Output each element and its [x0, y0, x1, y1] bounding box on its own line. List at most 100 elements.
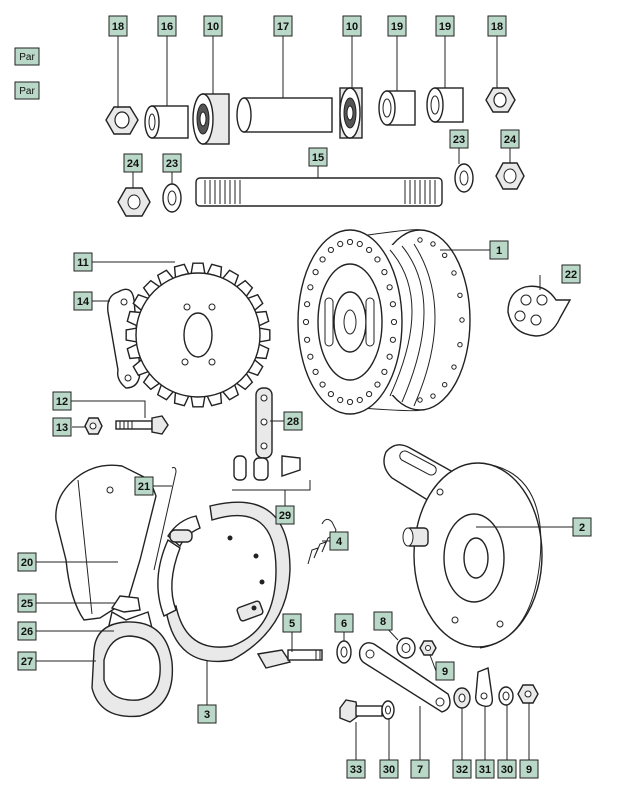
part-32-spacer — [453, 687, 471, 709]
hub-spoke-hole — [390, 318, 398, 326]
svg-text:24: 24 — [127, 158, 140, 170]
hub-spoke-hole — [337, 396, 344, 404]
hub-spoke-hole — [389, 336, 396, 343]
callout-30-left: 30 — [379, 759, 399, 779]
callout-9-top: 9 — [435, 661, 455, 681]
hub-far-flange-hole — [441, 382, 448, 388]
part-28-chain-link — [255, 387, 273, 459]
callout-7: 7 — [410, 759, 430, 779]
svg-text:22: 22 — [565, 269, 577, 281]
part-6-washer — [336, 640, 352, 664]
part-24-nut-right — [495, 162, 525, 190]
callout-6: 6 — [334, 613, 354, 633]
callout-12: 12 — [52, 391, 72, 411]
part-30-washer-left — [381, 700, 395, 720]
part-10-bearing-right — [339, 87, 363, 139]
hub-far-flange-hole — [441, 252, 448, 258]
callout-32: 32 — [452, 759, 472, 779]
svg-text:17: 17 — [277, 21, 289, 33]
callout-27: 27 — [17, 651, 37, 671]
hub-spoke-hole — [346, 398, 354, 406]
par-tag-1: Par — [14, 47, 40, 66]
svg-text:8: 8 — [380, 616, 386, 628]
part-29-chain-clips — [232, 455, 311, 491]
hub-spoke-hole — [319, 381, 326, 388]
hub-spoke-hole — [319, 256, 326, 263]
hub-spoke-hole — [356, 396, 363, 404]
hub-spoke-hole — [307, 284, 314, 291]
part-25-clip — [110, 595, 141, 613]
svg-text:28: 28 — [287, 416, 299, 428]
callout-33: 33 — [346, 759, 366, 779]
callout-20: 20 — [17, 552, 37, 572]
svg-text:19: 19 — [391, 21, 403, 33]
hub-far-flange-hole — [417, 237, 423, 243]
part-12-bolt — [115, 415, 169, 435]
callout-16: 16 — [157, 15, 177, 37]
callout-30-right: 30 — [497, 759, 517, 779]
callout-18-left: 18 — [108, 15, 128, 37]
svg-text:13: 13 — [56, 422, 68, 434]
svg-text:29: 29 — [279, 510, 291, 522]
hub-spoke-hole — [389, 301, 396, 308]
hub-spoke-hole — [307, 353, 314, 360]
part-22-plate — [507, 285, 572, 337]
hub-spoke-hole — [327, 246, 335, 254]
callout-8: 8 — [373, 611, 393, 631]
hub-spoke-hole — [386, 284, 393, 291]
part-15-axle — [195, 177, 443, 207]
hub-spoke-hole — [365, 390, 373, 398]
hub-spoke-hole — [381, 368, 388, 375]
part-5-pin — [256, 649, 323, 669]
svg-text:27: 27 — [21, 656, 33, 668]
hub-far-flange-hole — [430, 241, 436, 247]
part-9-nut-top — [419, 640, 437, 656]
part-11-sprocket — [125, 262, 271, 408]
svg-text:1: 1 — [496, 245, 502, 257]
part-19-spacer-left — [378, 90, 416, 126]
part-13-nut — [84, 417, 103, 435]
part-24-nut-left — [117, 187, 151, 217]
part-31-arm — [474, 667, 494, 707]
part-17-axle-tube — [236, 97, 333, 133]
part-27-band — [91, 621, 174, 718]
part-23-washer-left — [162, 183, 182, 213]
callout-31: 31 — [475, 759, 495, 779]
par-tag-1-text: Par — [19, 52, 35, 63]
svg-text:16: 16 — [161, 21, 173, 33]
callout-15: 15 — [308, 147, 328, 167]
callout-18-right: 18 — [487, 15, 507, 37]
hub-spoke-hole — [312, 269, 319, 276]
part-16-spacer — [144, 105, 189, 139]
svg-text:9: 9 — [526, 764, 532, 776]
hub-far-flange-hole — [459, 317, 465, 323]
callout-13: 13 — [52, 417, 72, 437]
hub-spoke-hole — [374, 381, 381, 388]
hub-far-flange-hole — [457, 292, 463, 298]
hub-spoke-hole — [327, 390, 335, 398]
hub-spoke-hole — [386, 353, 393, 360]
part-9-nut-bottom — [517, 684, 539, 704]
svg-text:24: 24 — [504, 134, 517, 146]
part-7-lever — [358, 642, 451, 713]
hub-spoke-hole — [381, 269, 388, 276]
part-3-brake-shoes — [157, 501, 291, 663]
svg-text:12: 12 — [56, 396, 68, 408]
hub-spoke-hole — [356, 240, 363, 248]
callout-26: 26 — [17, 621, 37, 641]
leader-lines — [36, 36, 573, 760]
svg-text:7: 7 — [417, 764, 423, 776]
callout-25: 25 — [17, 593, 37, 613]
svg-text:6: 6 — [341, 618, 347, 630]
svg-text:30: 30 — [383, 764, 395, 776]
par-tag-2-text: Par — [19, 86, 35, 97]
svg-text:10: 10 — [346, 21, 358, 33]
svg-text:19: 19 — [439, 21, 451, 33]
hub-far-flange-hole — [417, 397, 423, 403]
hub-far-flange-hole — [451, 364, 457, 370]
svg-text:3: 3 — [204, 709, 210, 721]
svg-text:20: 20 — [21, 557, 33, 569]
callout-21: 21 — [134, 476, 154, 496]
svg-text:9: 9 — [442, 666, 448, 678]
